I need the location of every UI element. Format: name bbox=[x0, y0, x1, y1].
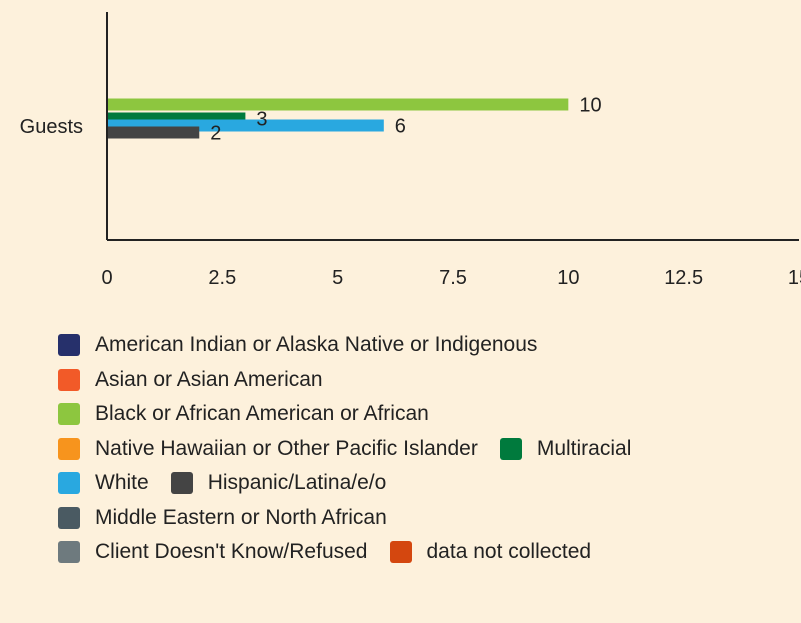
x-tick-label: 7.5 bbox=[439, 267, 467, 289]
legend-item[interactable]: Client Doesn't Know/Refused bbox=[58, 540, 368, 564]
legend-label: Asian or Asian American bbox=[95, 367, 323, 391]
legend-swatch bbox=[58, 403, 80, 425]
bar-value-label: 6 bbox=[395, 116, 406, 138]
legend-item[interactable]: Middle Eastern or North African bbox=[58, 506, 387, 530]
x-tick-label: 15 bbox=[788, 267, 801, 289]
legend-item[interactable]: Asian or Asian American bbox=[58, 368, 323, 392]
legend-label: data not collected bbox=[426, 540, 592, 563]
legend-row: Middle Eastern or North African bbox=[58, 501, 798, 535]
legend-row: American Indian or Alaska Native or Indi… bbox=[58, 328, 798, 362]
bar-chart: 10 3 6 2 0 2.5 5 7.5 10 12.5 15 Guests bbox=[20, 12, 801, 289]
legend-swatch bbox=[389, 541, 412, 563]
legend-item[interactable]: Multiracial bbox=[499, 436, 632, 461]
legend-item[interactable]: Black or African American or African bbox=[58, 402, 429, 426]
legend-label: Black or African American or African bbox=[95, 402, 429, 425]
legend-item[interactable]: data not collected bbox=[389, 540, 592, 564]
x-tick-label: 12.5 bbox=[664, 267, 703, 289]
x-tick-label: 10 bbox=[557, 267, 579, 289]
legend-swatch bbox=[499, 437, 522, 460]
category-labels: Guests bbox=[20, 116, 83, 138]
legend: American Indian or Alaska Native or Indi… bbox=[58, 328, 798, 570]
legend-label: Hispanic/Latina/e/o bbox=[207, 471, 387, 494]
legend-swatch bbox=[58, 506, 80, 529]
legend-row: Client Doesn't Know/Refused data not coll… bbox=[58, 535, 798, 569]
legend-item[interactable]: Native Hawaiian or Other Pacific Islande… bbox=[58, 437, 478, 461]
legend-item[interactable]: White bbox=[58, 471, 149, 495]
bars bbox=[107, 98, 569, 139]
legend-swatch bbox=[58, 437, 80, 460]
x-tick-label: 0 bbox=[101, 267, 112, 289]
x-tick-label: 5 bbox=[332, 267, 343, 289]
legend-label: Client Doesn't Know/Refused bbox=[95, 540, 368, 563]
legend-label: White bbox=[95, 471, 149, 494]
legend-swatch bbox=[58, 368, 80, 391]
bar-value-label: 3 bbox=[256, 109, 267, 131]
x-tick-labels: 0 2.5 5 7.5 10 12.5 15 bbox=[101, 267, 801, 289]
legend-swatch bbox=[58, 541, 80, 563]
legend-label: Multiracial bbox=[536, 436, 632, 460]
legend-row: Asian or Asian American bbox=[58, 363, 798, 397]
legend-row: White Hispanic/Latina/e/o bbox=[58, 466, 798, 500]
x-tick-label: 2.5 bbox=[208, 267, 236, 289]
legend-swatch bbox=[58, 334, 80, 356]
legend-label: Middle Eastern or North African bbox=[95, 505, 387, 529]
category-label: Guests bbox=[20, 116, 83, 138]
bar-value-label: 10 bbox=[579, 95, 601, 117]
legend-item[interactable]: Hispanic/Latina/e/o bbox=[170, 471, 387, 495]
legend-swatch bbox=[170, 472, 193, 494]
bar bbox=[107, 98, 569, 111]
legend-label: American Indian or Alaska Native or Indi… bbox=[95, 333, 538, 356]
bar-value-label: 2 bbox=[210, 123, 221, 145]
bar-value-labels: 10 3 6 2 bbox=[210, 95, 601, 145]
bar bbox=[107, 126, 200, 139]
legend-row: Native Hawaiian or Other Pacific Islande… bbox=[58, 432, 798, 466]
legend-row: Black or African American or African bbox=[58, 397, 798, 431]
legend-item[interactable]: American Indian or Alaska Native or Indi… bbox=[58, 333, 537, 357]
legend-label: Native Hawaiian or Other Pacific Islande… bbox=[95, 436, 478, 460]
legend-swatch bbox=[58, 472, 80, 494]
